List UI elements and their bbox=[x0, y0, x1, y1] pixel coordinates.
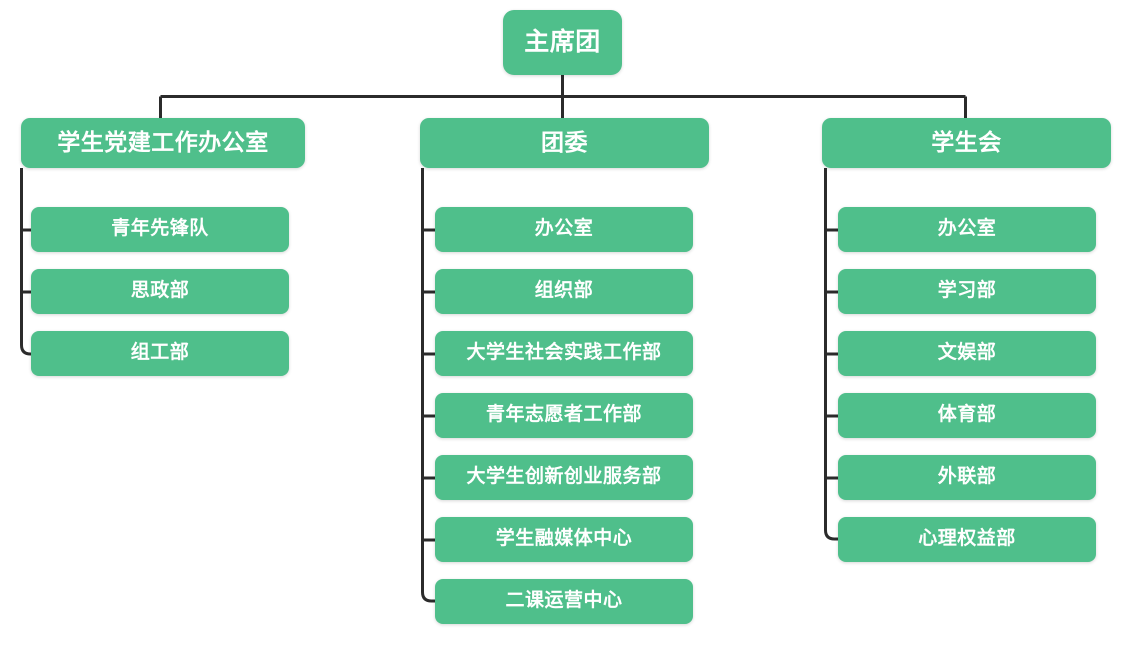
node-leaf[interactable]: 办公室 bbox=[838, 207, 1096, 252]
node-leaf[interactable]: 体育部 bbox=[838, 393, 1096, 438]
node-leaf[interactable]: 组织部 bbox=[435, 269, 693, 314]
node-branch-student-party-building-office[interactable]: 学生党建工作办公室 bbox=[21, 118, 305, 168]
node-leaf[interactable]: 大学生创新创业服务部 bbox=[435, 455, 693, 500]
node-leaf[interactable]: 学生融媒体中心 bbox=[435, 517, 693, 562]
node-leaf[interactable]: 办公室 bbox=[435, 207, 693, 252]
node-leaf[interactable]: 大学生社会实践工作部 bbox=[435, 331, 693, 376]
node-leaf[interactable]: 外联部 bbox=[838, 455, 1096, 500]
node-branch-student-union[interactable]: 学生会 bbox=[822, 118, 1111, 168]
node-leaf[interactable]: 思政部 bbox=[31, 269, 289, 314]
node-leaf[interactable]: 青年先锋队 bbox=[31, 207, 289, 252]
node-branch-youth-league-committee[interactable]: 团委 bbox=[420, 118, 709, 168]
node-leaf[interactable]: 青年志愿者工作部 bbox=[435, 393, 693, 438]
wire-spine-branch-1 bbox=[421, 168, 435, 603]
wire-spine-branch-0 bbox=[20, 168, 31, 356]
node-leaf[interactable]: 心理权益部 bbox=[838, 517, 1096, 562]
node-leaf[interactable]: 文娱部 bbox=[838, 331, 1096, 376]
wire-spine-branch-2 bbox=[824, 168, 838, 541]
node-root[interactable]: 主席团 bbox=[503, 10, 622, 75]
node-leaf[interactable]: 学习部 bbox=[838, 269, 1096, 314]
node-leaf[interactable]: 组工部 bbox=[31, 331, 289, 376]
node-leaf[interactable]: 二课运营中心 bbox=[435, 579, 693, 624]
